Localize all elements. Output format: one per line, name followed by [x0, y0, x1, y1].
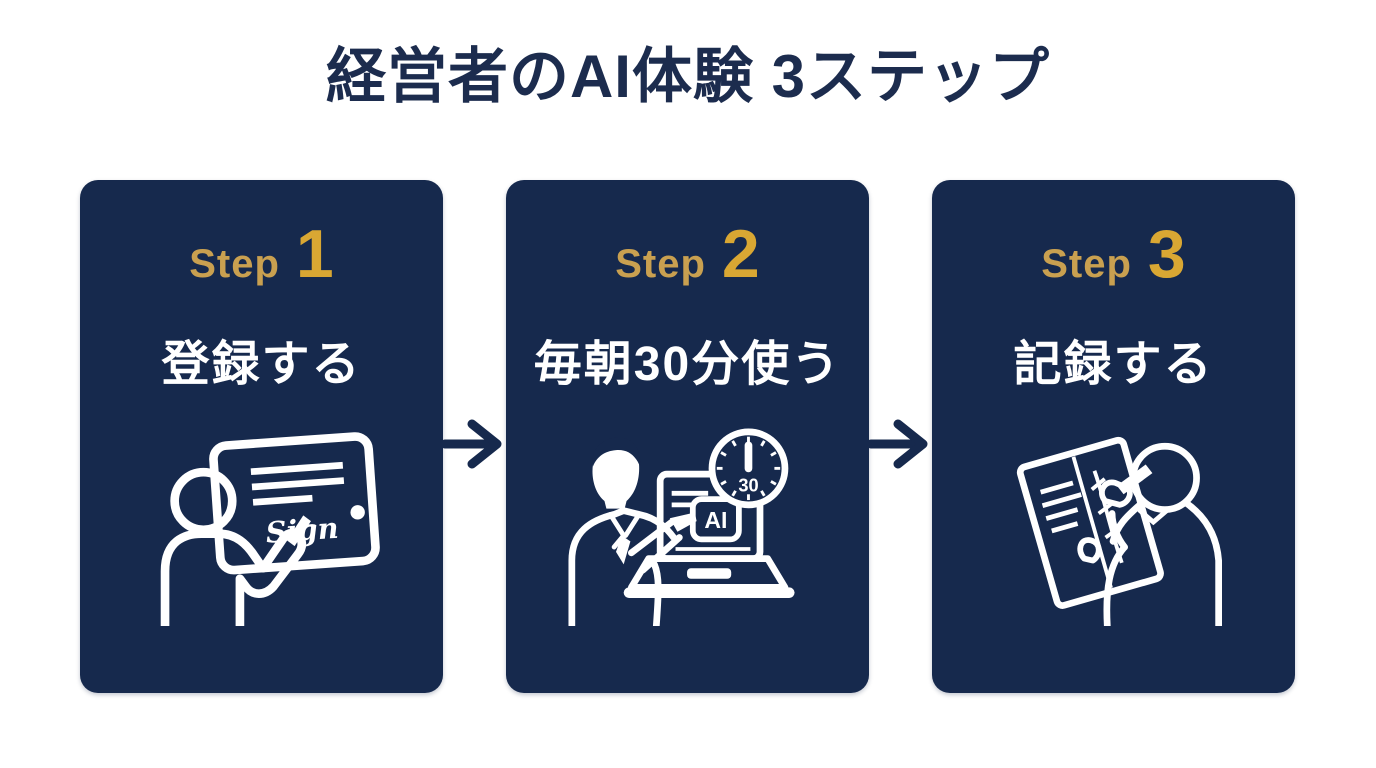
pen-glyph: [286, 515, 311, 547]
ai-laptop-clock-icon: AI: [567, 428, 795, 626]
clock-glyph: 30: [708, 428, 788, 509]
page-title: 経営者のAI体験 3ステップ: [325, 43, 1051, 110]
step-3-heading: Step 3: [1041, 220, 1186, 298]
arrow-gap-2: [869, 180, 932, 470]
step-2-label: Step: [615, 242, 706, 286]
right-arrow-icon: [443, 419, 502, 469]
right-arrow-icon: [869, 419, 928, 469]
step-3-action-text: 記録する: [1013, 338, 1214, 391]
step-1-number: 1: [295, 216, 334, 292]
steps-row: Step 1 登録する Sign: [80, 180, 1299, 693]
clock-value-label: 30: [738, 474, 758, 495]
step-1-action-text: 登録する: [161, 338, 362, 391]
step-3-number: 3: [1147, 216, 1186, 292]
step-2-action-text: 毎朝30分使う: [533, 338, 842, 391]
step-2-number: 2: [721, 216, 760, 292]
step-card-1: Step 1 登録する Sign: [80, 180, 443, 693]
notebook-glyph: [1016, 436, 1164, 609]
person-back-glyph: [1103, 442, 1222, 626]
step-card-2: Step 2 毎朝30分使う AI: [506, 180, 869, 693]
thumb-glyph: [1076, 537, 1102, 564]
step-1-label: Step: [189, 242, 280, 286]
tablet-sign-icon: Sign: [160, 432, 380, 626]
ai-badge-label: AI: [704, 507, 727, 533]
notebook-writing-icon: [1016, 436, 1222, 626]
step-2-icon-wrap: AI: [563, 420, 813, 630]
step-3-label: Step: [1041, 242, 1132, 286]
step-2-heading: Step 2: [615, 220, 760, 298]
step-3-icon-wrap: [989, 420, 1239, 630]
step-card-3: Step 3 記録する: [932, 180, 1295, 693]
arrow-gap-1: [443, 180, 506, 470]
businessman-glyph: [567, 437, 697, 626]
step-1-heading: Step 1: [189, 220, 334, 298]
step-1-icon-wrap: Sign: [137, 420, 387, 630]
